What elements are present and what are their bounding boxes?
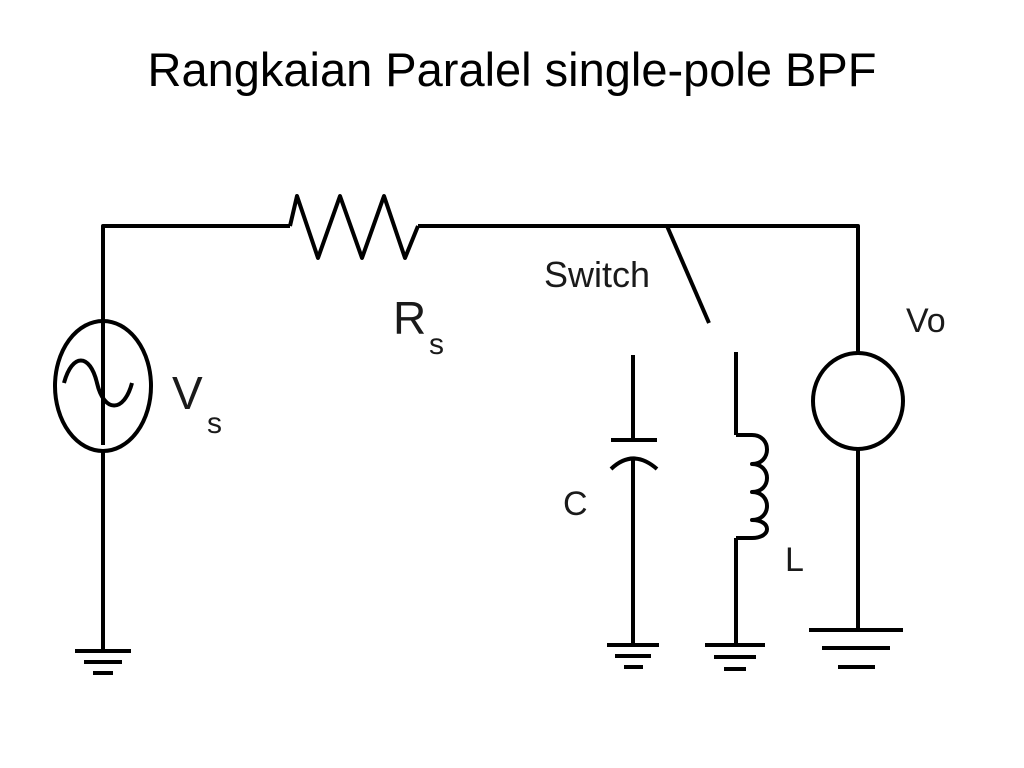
wire-top-right bbox=[418, 224, 860, 355]
ground-icon bbox=[75, 649, 131, 675]
inductor-label: L bbox=[785, 541, 804, 579]
resistor-icon bbox=[288, 194, 420, 260]
inductor-icon bbox=[734, 352, 769, 645]
capacitor-icon bbox=[609, 355, 659, 645]
ground-icon bbox=[607, 643, 659, 669]
voltmeter-icon bbox=[811, 351, 905, 451]
resistor-label: R bbox=[393, 292, 426, 344]
ground-icon bbox=[705, 643, 765, 671]
source-label-subscript: s bbox=[207, 407, 222, 440]
wire-top-left bbox=[101, 224, 290, 445]
capacitor-label: C bbox=[563, 485, 588, 523]
page-title: Rangkaian Paralel single-pole BPF bbox=[147, 43, 877, 96]
spst-switch-icon bbox=[665, 225, 711, 324]
resistor-label-subscript: s bbox=[429, 328, 444, 361]
source-label: V bbox=[172, 367, 203, 419]
output-label: Vo bbox=[906, 302, 946, 340]
switch-label: Switch bbox=[544, 254, 650, 295]
ground-icon bbox=[809, 628, 903, 669]
